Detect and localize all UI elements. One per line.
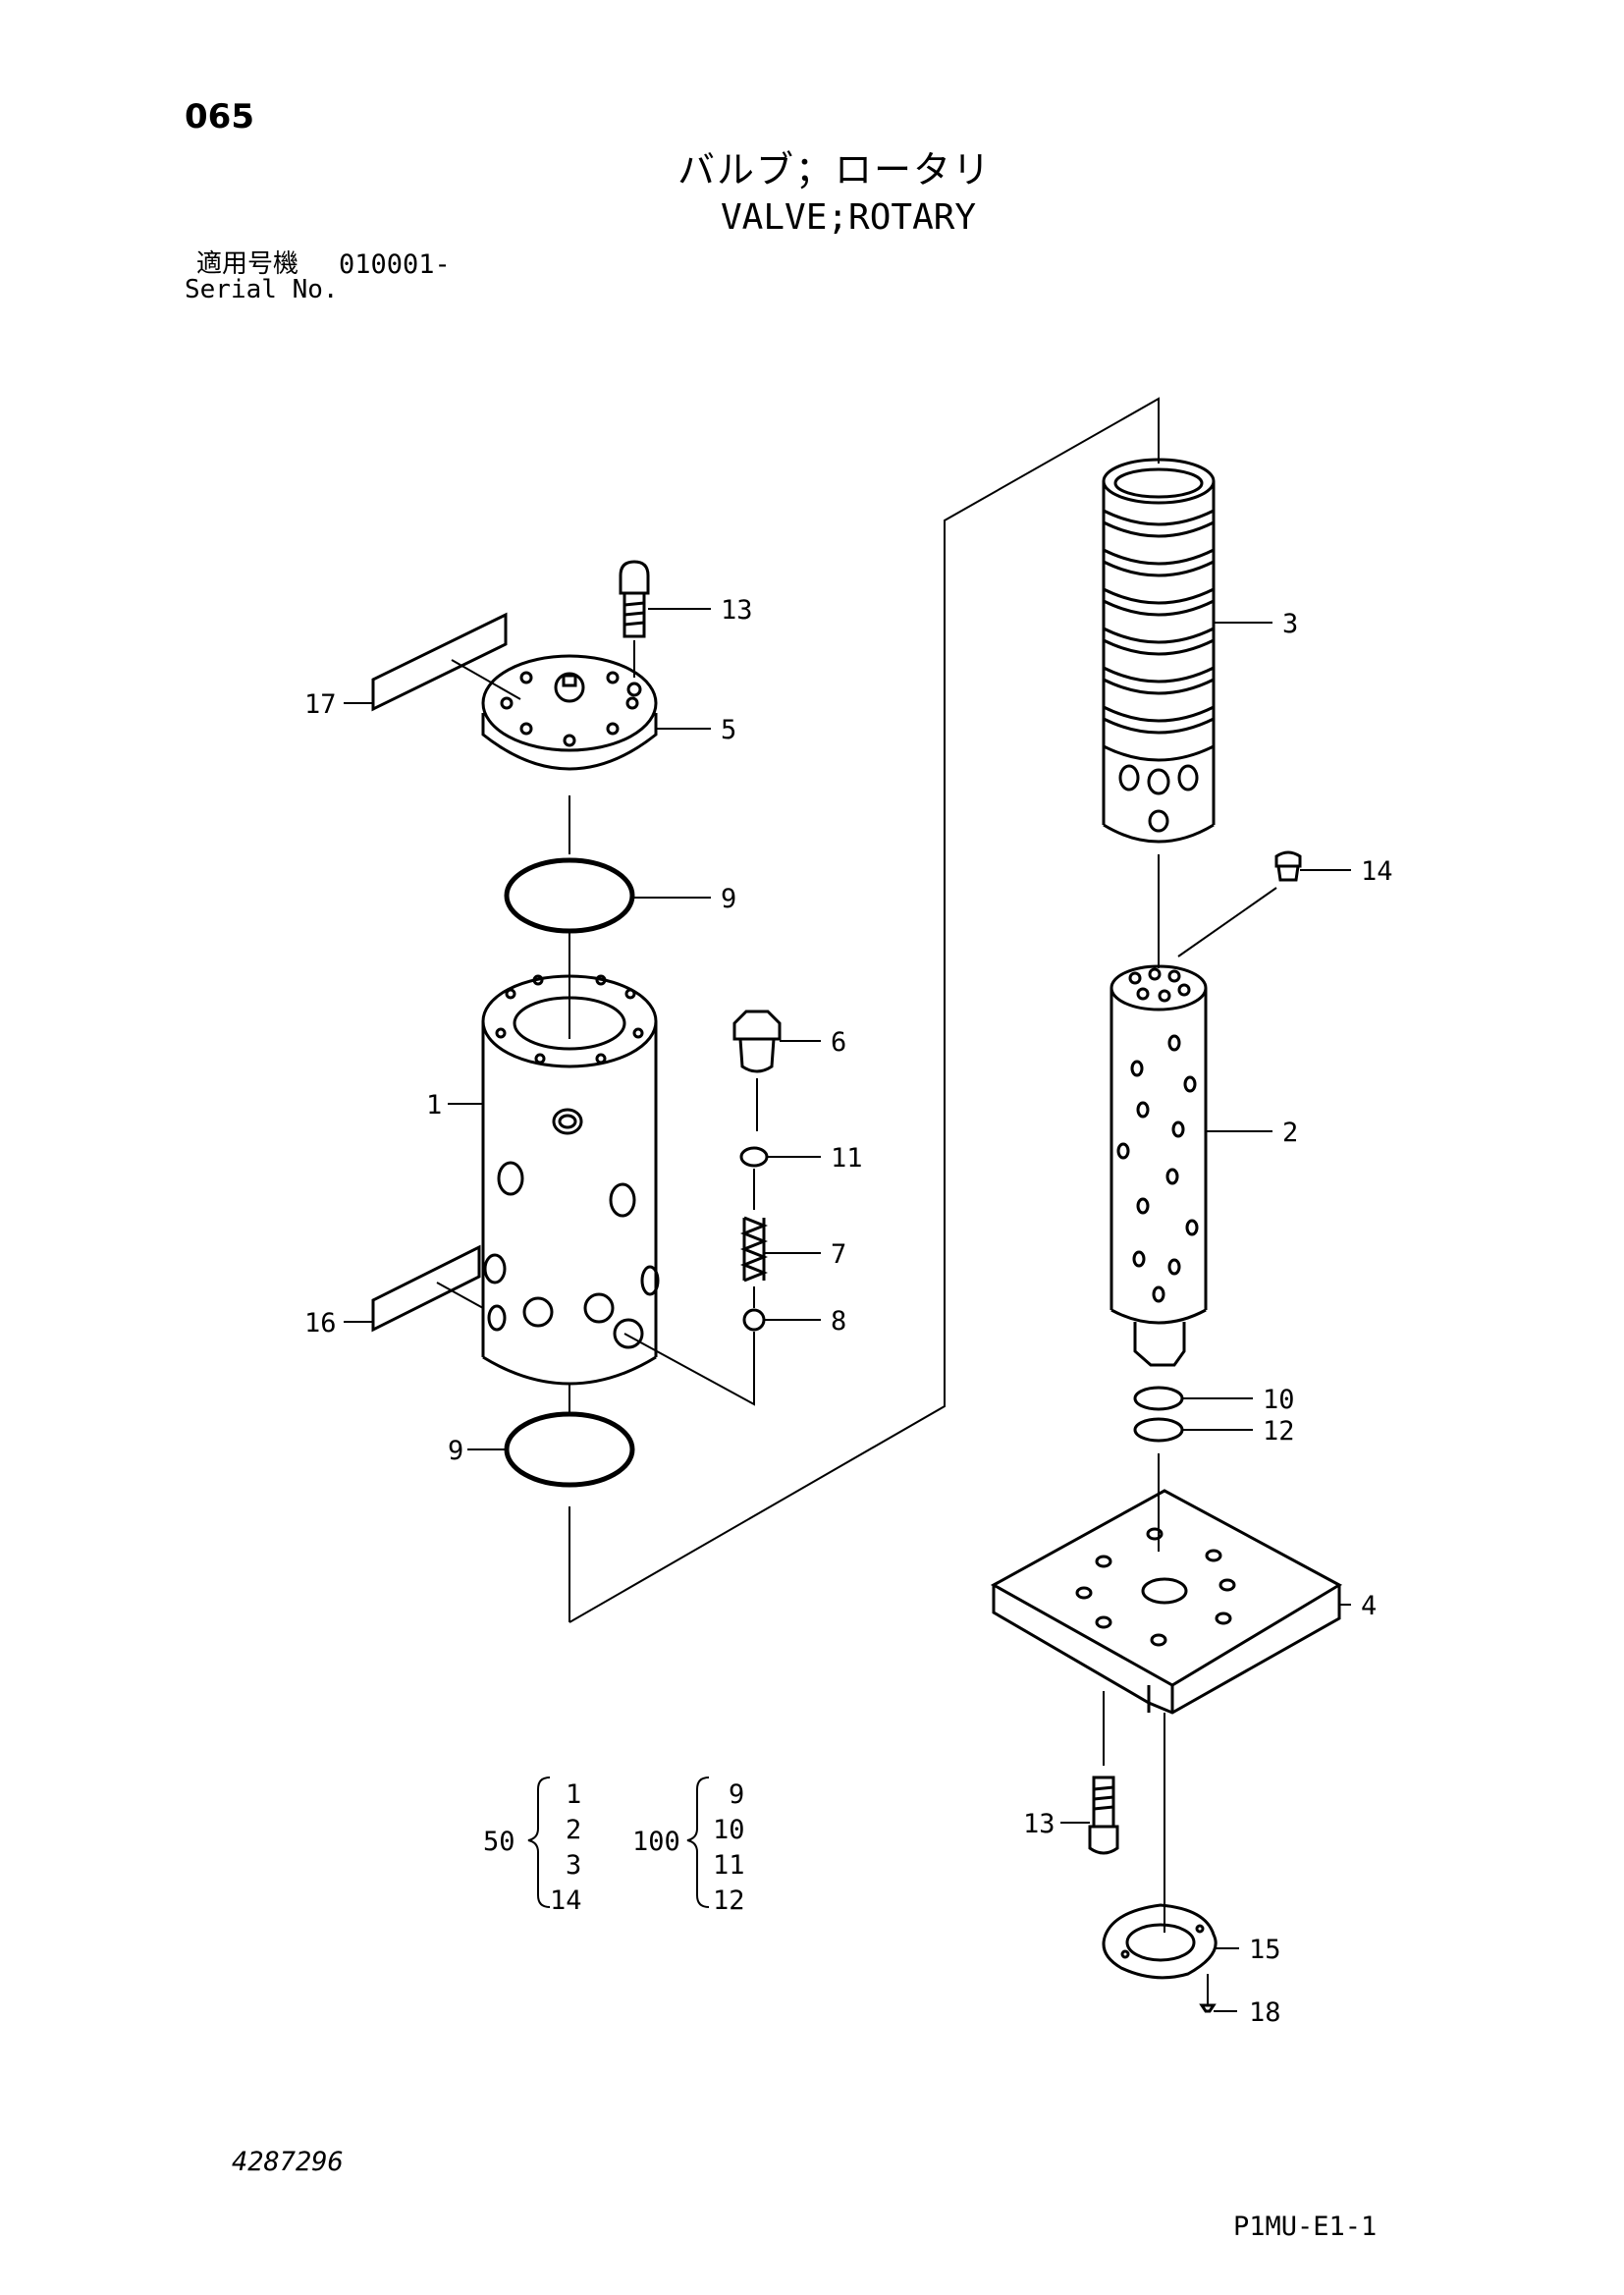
part-12-oring bbox=[1133, 1417, 1184, 1443]
callout-2: 2 bbox=[1282, 1118, 1298, 1148]
part-3-spool bbox=[1102, 458, 1216, 844]
callout-17: 17 bbox=[304, 689, 337, 720]
callout-6: 6 bbox=[831, 1027, 846, 1058]
callout-leaders bbox=[344, 608, 1351, 2012]
kit-50-brace bbox=[527, 1776, 551, 1908]
serial-label-japanese: 適用号機 bbox=[196, 249, 299, 279]
kit-50-number: 50 bbox=[483, 1827, 515, 1857]
kit-100-number: 100 bbox=[632, 1827, 680, 1857]
callout-10: 10 bbox=[1263, 1385, 1295, 1415]
part-9-oring-top bbox=[504, 857, 635, 934]
kit-50-item: 1 bbox=[566, 1779, 581, 1810]
part-18-rivet bbox=[1199, 1974, 1217, 2013]
part-16-nameplate bbox=[371, 1244, 481, 1333]
kit-50-item: 3 bbox=[566, 1850, 581, 1881]
kit-100-item: 11 bbox=[713, 1850, 745, 1881]
callout-3: 3 bbox=[1282, 609, 1298, 639]
serial-value: 010001- bbox=[339, 249, 451, 280]
title-japanese: バルブ；ロータリ bbox=[677, 148, 993, 191]
kit-50-item: 14 bbox=[550, 1885, 582, 1916]
assembly-connection-line bbox=[568, 397, 1160, 1623]
part-6-plug bbox=[732, 1010, 782, 1073]
part-4-plate bbox=[990, 1489, 1343, 1715]
callout-7: 7 bbox=[831, 1239, 846, 1270]
callout-13-top: 13 bbox=[721, 595, 753, 626]
page-code: P1MU-E1-1 bbox=[1233, 2212, 1378, 2242]
callout-4: 4 bbox=[1361, 1591, 1377, 1621]
part-1-body bbox=[481, 974, 660, 1386]
part-7-spring bbox=[739, 1216, 769, 1283]
part-8-ball bbox=[742, 1308, 766, 1332]
callout-9-bottom: 9 bbox=[448, 1436, 463, 1466]
callout-9-top: 9 bbox=[721, 884, 736, 914]
title-english: VALVE;ROTARY bbox=[721, 197, 977, 238]
part-13-bolt-bottom bbox=[1088, 1776, 1119, 1855]
kit-100-brace bbox=[686, 1776, 710, 1908]
callout-11: 11 bbox=[831, 1143, 863, 1174]
kit-50-item: 2 bbox=[566, 1815, 581, 1845]
kit-100-item: 12 bbox=[713, 1885, 745, 1916]
callout-1: 1 bbox=[426, 1090, 442, 1120]
part-9-oring-bottom bbox=[504, 1411, 635, 1488]
part-17-nameplate bbox=[371, 612, 508, 712]
kit-100-item: 9 bbox=[729, 1779, 744, 1810]
part-14-plug bbox=[1274, 850, 1302, 882]
callout-5: 5 bbox=[721, 715, 736, 745]
callout-16: 16 bbox=[304, 1308, 337, 1339]
part-15-gasket bbox=[1102, 1903, 1218, 1980]
serial-label-english: Serial No. bbox=[185, 275, 339, 304]
callout-12: 12 bbox=[1263, 1416, 1295, 1447]
callout-13-bottom: 13 bbox=[1023, 1809, 1056, 1839]
kit-100-item: 10 bbox=[713, 1815, 745, 1845]
part-5-cover bbox=[481, 654, 658, 771]
page-number: 065 bbox=[185, 97, 254, 137]
callout-14: 14 bbox=[1361, 856, 1393, 887]
callout-18: 18 bbox=[1249, 1997, 1281, 2028]
callout-15: 15 bbox=[1249, 1935, 1281, 1965]
part-13-bolt-top bbox=[619, 560, 650, 638]
part-10-oring bbox=[1133, 1386, 1184, 1411]
part-11-oring bbox=[739, 1146, 769, 1168]
part-2-shaft bbox=[1110, 964, 1208, 1367]
drawing-number: 4287296 bbox=[232, 2147, 344, 2177]
callout-8: 8 bbox=[831, 1306, 846, 1337]
